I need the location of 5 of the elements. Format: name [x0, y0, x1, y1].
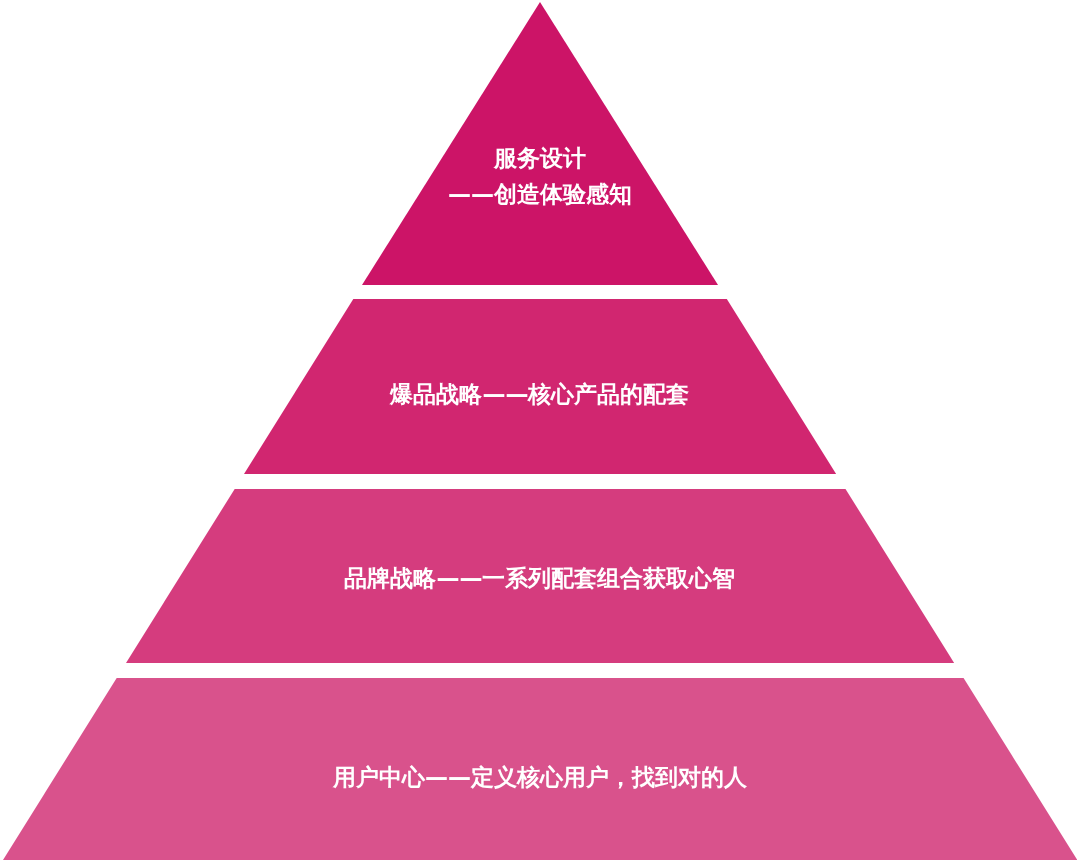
level-label: 爆品战略——核心产品的配套: [390, 380, 690, 410]
level-label: 品牌战略——一系列配套组合获取心智: [344, 564, 736, 594]
level-title: 服务设计: [494, 144, 586, 174]
level-label: ——创造体验感知: [448, 180, 632, 210]
level-label: 用户中心——定义核心用户，找到对的人: [333, 763, 747, 793]
